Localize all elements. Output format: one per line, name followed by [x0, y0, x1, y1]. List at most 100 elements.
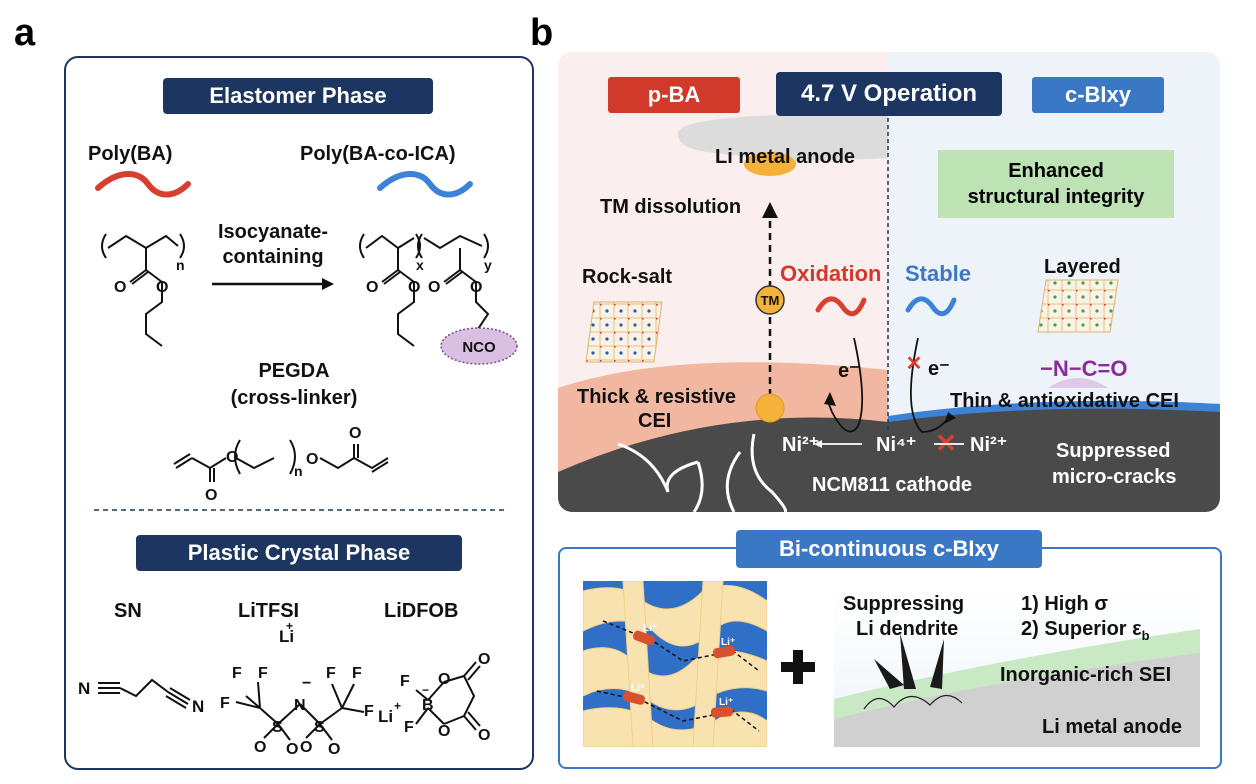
layered-label: Layered [1044, 256, 1121, 278]
litfsi-f-5: F [352, 665, 362, 682]
blocked-electron-x: ✕ [906, 353, 923, 375]
litfsi-s-1: S [272, 719, 283, 736]
pegda-o-4: O [349, 425, 361, 442]
pegda-o-1: O [226, 449, 238, 466]
tm-dissolution-label: TM dissolution [600, 196, 742, 218]
lidfob-structure [415, 661, 481, 731]
operation-label: 4.7 V Operation [776, 72, 1002, 116]
poly-ba-label: Poly(BA) [88, 143, 173, 165]
arrow-label-2: containing [222, 246, 323, 268]
pegda-sub-n: n [294, 463, 303, 479]
superior-eps-main: 2) Superior ε [1021, 618, 1142, 640]
tm-particle-label: TM [761, 293, 780, 308]
enhanced-line-2: structural integrity [967, 186, 1145, 208]
lidfob-b-minus: − [422, 683, 429, 697]
rock-salt-label: Rock-salt [582, 266, 673, 288]
li-ion-2: Li⁺ [721, 637, 735, 648]
suppressing-line-1: Suppressing [843, 593, 965, 615]
red-polymer-wave [95, 170, 191, 198]
stable-label: Stable [905, 261, 972, 286]
pegda-o-2: O [205, 487, 217, 504]
elastomer-phase-title: Elastomer Phase [163, 78, 433, 114]
litfsi-o-1: O [254, 739, 266, 756]
o-carbonyl-1: O [114, 279, 126, 296]
enhanced-integrity-box: Enhanced structural integrity [938, 150, 1174, 218]
nco-interaction [1048, 378, 1108, 388]
poly-ba-co-ica-structure [359, 233, 490, 347]
li-ion-1: Li⁺ [643, 623, 657, 634]
o-ester-1: O [156, 279, 168, 296]
poly-ba-co-ica-label: Poly(BA-co-ICA) [300, 143, 456, 165]
litfsi-s-2: S [314, 719, 325, 736]
litfsi-o-4: O [328, 741, 340, 758]
cathode-label: NCM811 cathode [812, 474, 973, 496]
litfsi-structure [235, 681, 365, 741]
nco-label: NCO [462, 339, 496, 356]
sub-y: y [484, 257, 492, 273]
suppressed-line-2: micro-cracks [1052, 466, 1177, 488]
lidfob-f-1: F [400, 673, 410, 690]
ni4-label: Ni⁴⁺ [876, 434, 917, 456]
litfsi-f-1: F [232, 665, 242, 682]
sn-label: SN [114, 600, 142, 622]
poly-ba-structure [101, 233, 185, 347]
litfsi-n-minus: − [302, 675, 311, 692]
oxidation-wave [815, 296, 867, 317]
enhanced-line-1: Enhanced [1008, 160, 1104, 182]
superior-eps: 2) Superior εb [1021, 618, 1150, 643]
layered-lattice [1037, 279, 1119, 333]
lidfob-o-1: O [438, 671, 450, 688]
lidfob-b: B [422, 697, 434, 714]
lidfob-o-4: O [478, 727, 490, 744]
sub-x: x [416, 257, 424, 273]
plastic-crystal-title: Plastic Crystal Phase [136, 535, 462, 571]
nco-ellipse [440, 327, 518, 365]
electron-left: e⁻ [838, 360, 860, 382]
litfsi-li-plus: + [286, 619, 293, 633]
litfsi-li: Li [279, 627, 294, 646]
panel-letter-b: b [530, 12, 554, 54]
li-ion-3: Li⁺ [631, 683, 645, 694]
litfsi-f-3: F [220, 695, 230, 712]
suppressing-line-2: Li dendrite [856, 618, 959, 640]
thin-cei [888, 400, 1220, 426]
pegda-label: PEGDA [258, 360, 329, 382]
high-sigma: 1) High σ [1021, 593, 1109, 615]
thick-cei-line-2: CEI [638, 410, 672, 432]
lidfob-f-2: F [404, 719, 414, 736]
tm-particle [755, 285, 785, 315]
li-anode-top [677, 113, 888, 160]
panel-a-frame [64, 56, 534, 770]
electron-right: e⁻ [928, 358, 950, 380]
thick-cei-line-1: Thick & resistive [577, 386, 736, 408]
litfsi-n: N [294, 697, 306, 714]
ni2-left-label: Ni²⁺ [782, 434, 820, 456]
li-anode-label-bottom: Li metal anode [1042, 716, 1183, 738]
sub-n: n [176, 257, 185, 273]
ncm811-cathode [558, 408, 1220, 512]
panel-a-structures: n O O Isocyanate- containing x y O O O O… [78, 170, 518, 758]
li-ion-4: Li⁺ [719, 697, 733, 708]
lidfob-li: Li [378, 707, 393, 726]
superior-eps-sub: b [1141, 628, 1150, 643]
bicontinuous-network: Li⁺ Li⁺ Li⁺ Li⁺ [583, 581, 767, 747]
lidfob-o-2: O [438, 723, 450, 740]
sn-n-1: N [78, 679, 90, 698]
o-ester-3: O [470, 279, 482, 296]
dendrites [874, 633, 944, 689]
thin-cei-label: Thin & antioxidative CEI [950, 390, 1179, 412]
pegda-o-3: O [306, 451, 318, 468]
c-blxy-label: c-BIxy [1032, 77, 1164, 113]
rock-salt-lattice [585, 301, 663, 363]
o-carbonyl-3: O [428, 279, 440, 296]
pegda-structure [173, 439, 389, 482]
li-anode-bottom [834, 653, 1200, 747]
litfsi-label: LiTFSI [238, 600, 300, 622]
sn-n-2: N [192, 697, 204, 716]
electron-path-left [827, 337, 864, 433]
thick-cei [558, 362, 888, 472]
blue-polymer-wave [377, 170, 473, 198]
tm-source-particle [755, 393, 785, 423]
crosslinker-label: (cross-linker) [231, 387, 358, 409]
blocked-reduction-x: ✕ [935, 428, 957, 458]
